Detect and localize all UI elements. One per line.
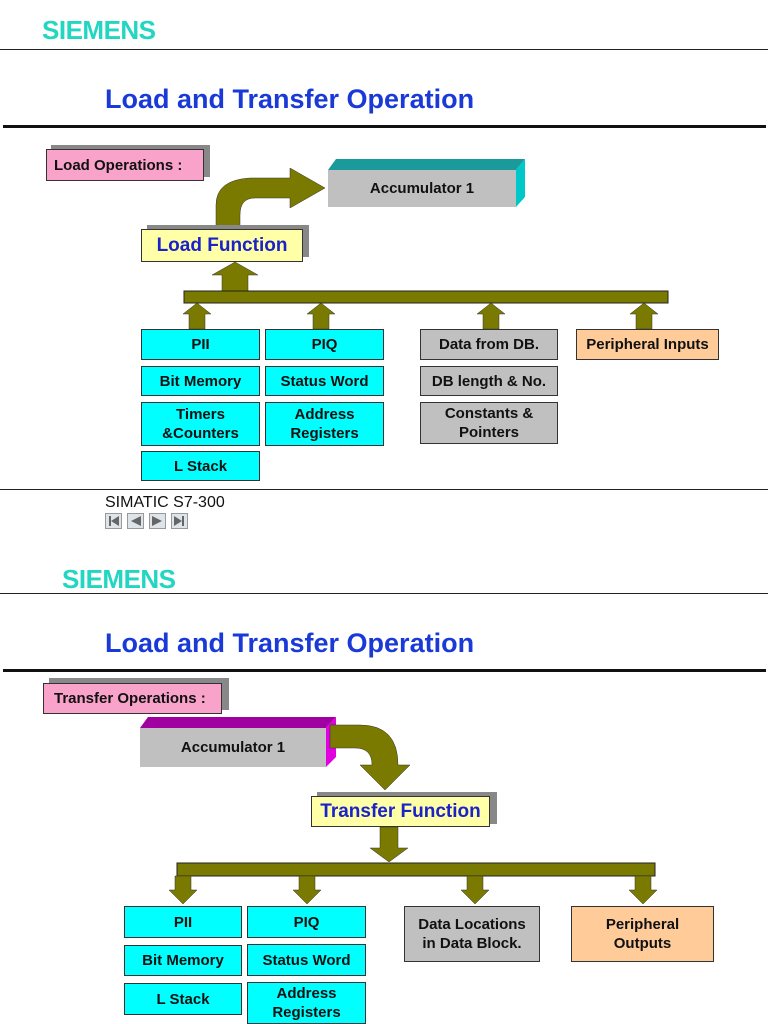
divider	[0, 593, 768, 594]
box-address-registers: Address Registers	[247, 982, 366, 1024]
accumulator-1: Accumulator 1	[328, 170, 516, 207]
down-arrow	[460, 875, 490, 905]
box-status-word: Status Word	[247, 944, 366, 976]
bus-bar	[176, 862, 656, 877]
prev-icon[interactable]	[127, 513, 144, 529]
box-pii: PII	[124, 906, 242, 938]
load-operations-label: Load Operations :	[46, 149, 204, 181]
transfer-curved-arrow	[329, 724, 411, 791]
box-constants-pointers: Constants & Pointers	[420, 402, 558, 444]
title-rule	[3, 669, 766, 672]
box-db-length: DB length & No.	[420, 366, 558, 396]
box-pii: PII	[141, 329, 260, 360]
slide-title: Load and Transfer Operation	[105, 628, 475, 658]
divider	[0, 489, 768, 490]
box-bit-memory: Bit Memory	[141, 366, 260, 396]
accumulator-1: Accumulator 1	[140, 728, 326, 767]
box-l-stack: L Stack	[141, 451, 260, 481]
siemens-logo: SIEMENS	[62, 564, 176, 594]
up-arrow	[211, 261, 259, 292]
title-rule	[3, 125, 766, 128]
bus-bar	[183, 290, 669, 304]
first-icon[interactable]	[105, 513, 122, 529]
siemens-logo: SIEMENS	[42, 15, 156, 45]
footer-text: SIMATIC S7-300	[105, 494, 225, 511]
last-icon[interactable]	[171, 513, 188, 529]
accumulator-top	[328, 159, 525, 170]
down-arrow	[369, 826, 409, 863]
box-peripheral-inputs: Peripheral Inputs	[576, 329, 719, 360]
box-piq: PIQ	[265, 329, 384, 360]
accumulator-top	[140, 717, 336, 728]
down-arrow	[168, 875, 198, 905]
down-arrow	[628, 875, 658, 905]
box-status-word: Status Word	[265, 366, 384, 396]
box-peripheral-outputs: Peripheral Outputs	[571, 906, 714, 962]
box-bit-memory: Bit Memory	[124, 945, 242, 976]
box-timers-counters: Timers &Counters	[141, 402, 260, 446]
box-address-registers: Address Registers	[265, 402, 384, 446]
up-arrow	[629, 302, 659, 330]
box-piq: PIQ	[247, 906, 366, 938]
next-icon[interactable]	[149, 513, 166, 529]
box-l-stack: L Stack	[124, 983, 242, 1015]
box-data-from-db: Data from DB.	[420, 329, 558, 360]
load-curved-arrow	[215, 167, 326, 229]
slide-title: Load and Transfer Operation	[105, 84, 475, 114]
accumulator-side	[516, 159, 525, 207]
box-data-locations: Data Locations in Data Block.	[404, 906, 540, 962]
up-arrow	[306, 302, 336, 330]
transfer-operations-label: Transfer Operations :	[43, 683, 222, 714]
down-arrow	[292, 875, 322, 905]
up-arrow	[476, 302, 506, 330]
transfer-function: Transfer Function	[311, 796, 490, 827]
up-arrow	[182, 302, 212, 330]
divider	[0, 49, 768, 50]
load-function: Load Function	[141, 229, 303, 262]
